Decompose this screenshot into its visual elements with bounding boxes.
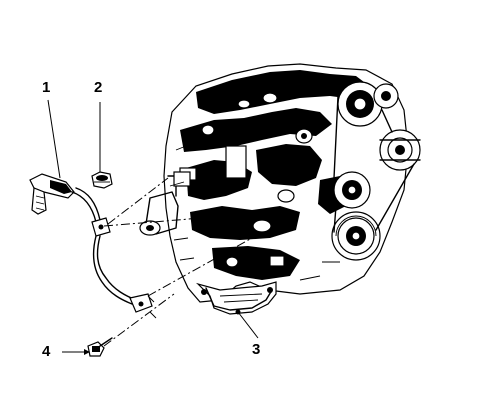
callout-2: 2 <box>94 79 103 96</box>
callout-4: 4 <box>42 343 51 360</box>
oil-level-sensor-harness <box>29 173 157 319</box>
installation-lines <box>103 177 253 347</box>
callout-3: 3 <box>252 341 261 358</box>
engine-assembly <box>139 63 421 315</box>
callout-1: 1 <box>42 79 51 96</box>
harness-nut <box>91 171 113 189</box>
leader-lines <box>47 99 259 355</box>
harness-bolt <box>87 337 113 357</box>
